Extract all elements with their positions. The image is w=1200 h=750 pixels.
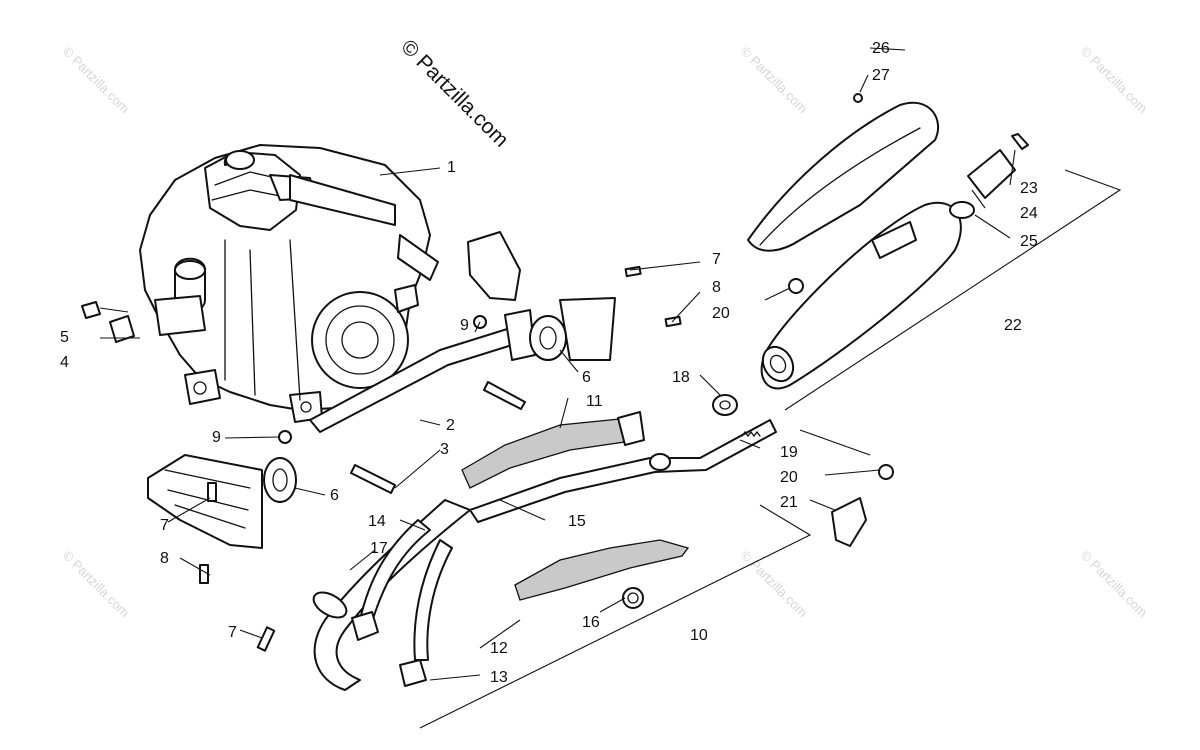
exhaust-gasket-upper-inner [539,326,557,350]
callout-24: 24 [1020,205,1038,222]
seal-ring [712,394,738,416]
callout-23: 23 [1020,180,1038,197]
callout-3: 3 [440,441,449,458]
copyright-label: © Partzilla.com [396,35,512,151]
exhaust-gasket-upper [529,315,567,361]
spring [741,430,761,438]
callout-14: 14 [368,513,386,530]
callout-16: 16 [582,614,600,631]
muffler-heat-shield-edge [759,127,921,246]
callout-11: 11 [586,393,603,410]
watermark-bottom-left: © Partzilla.com [60,548,133,621]
pipe-flange [312,591,348,619]
watermark-bottom-center: © Partzilla.com [738,548,811,621]
watermark-bottom-right: © Partzilla.com [1078,548,1151,621]
callout-2: 2 [446,417,455,434]
seal-ring-inner [719,400,731,410]
callout-9-lower: 9 [212,429,221,446]
callout-15: 15 [568,513,586,530]
callout-21: 21 [780,494,798,511]
heat-shield-11-end [617,411,645,446]
callout-12: 12 [490,640,508,657]
callout-27: 27 [872,67,890,84]
callout-7-lower: 7 [228,624,237,641]
spark-arrestor [967,149,1016,199]
hose-clamp [622,587,644,609]
callout-7-left: 7 [160,517,169,534]
leader-lines [99,47,1122,729]
watermark-top-center: © Partzilla.com [738,44,811,117]
callout-9-upper: 9 [460,317,469,334]
callout-13: 13 [490,669,508,686]
callout-labels: 1 2 3 4 5 6 6 7 7 7 8 8 9 9 10 11 12 13 … [60,40,1038,686]
callout-6-lower: 6 [330,487,339,504]
fasteners [81,93,1029,652]
callout-10: 10 [690,627,708,644]
muffler-heat-shield [747,101,940,252]
callout-20-upper: 20 [712,305,730,322]
callout-20-lower: 20 [780,469,798,486]
callout-26: 26 [872,40,890,57]
callout-19: 19 [780,444,798,461]
watermark-top-left: © Partzilla.com [60,44,133,117]
callout-8-upper: 8 [712,279,721,296]
exhaust-pipe [313,419,777,691]
muffler [760,201,962,390]
exhaust-gasket-lower-inner [272,468,288,492]
lower-heat-shield [147,454,263,549]
callout-17: 17 [370,540,388,557]
heat-shield-12 [514,539,690,601]
callout-8-left: 8 [160,550,169,567]
mounting-bracket [831,497,867,547]
watermark-top-right: © Partzilla.com [1078,44,1151,117]
callout-22: 22 [1004,317,1022,334]
callout-18: 18 [672,369,690,386]
callout-7-upper: 7 [712,251,721,268]
spark-arrestor-gasket [949,201,975,219]
callout-6-upper: 6 [582,369,591,386]
exhaust-gasket-lower [263,457,297,503]
callout-25: 25 [1020,233,1038,250]
callout-4: 4 [60,354,69,371]
callout-5: 5 [60,329,69,346]
head-pipe-bracket [309,309,536,433]
callout-1: 1 [447,159,456,176]
hose-clamp-inner [627,592,639,604]
engine-assembly [139,144,439,423]
